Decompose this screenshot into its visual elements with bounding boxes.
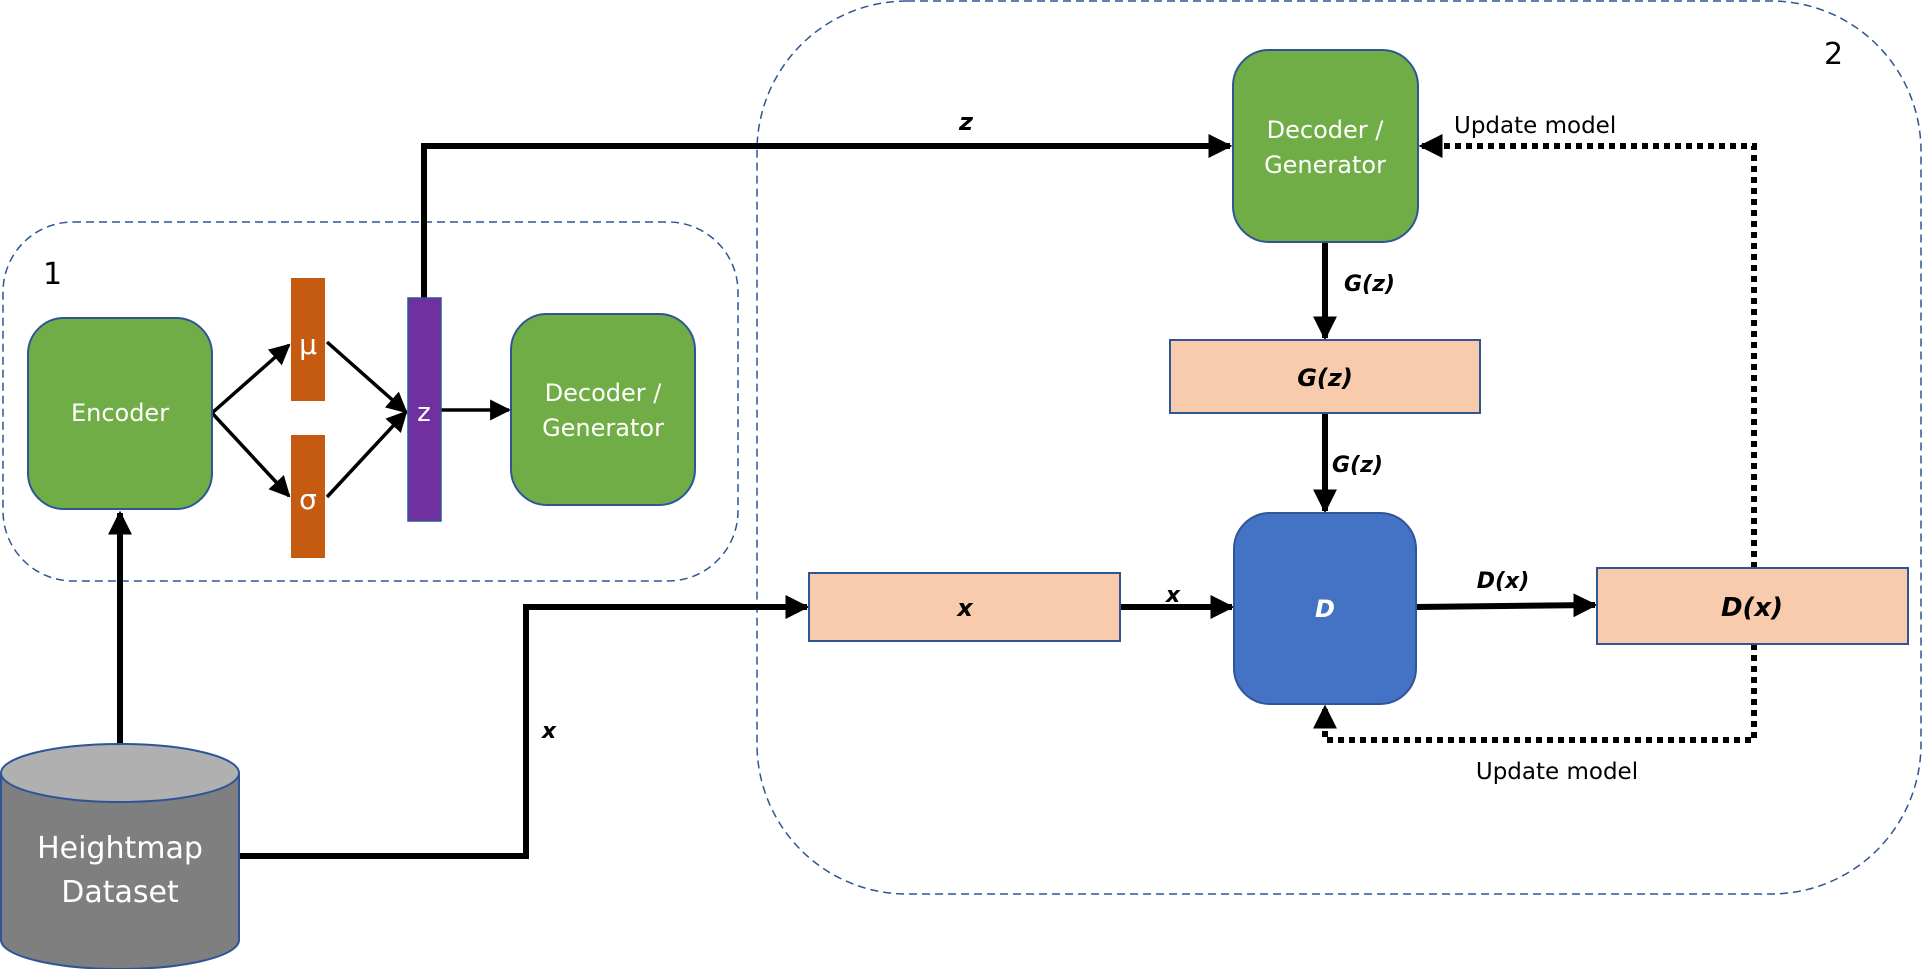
edge-encoder-to-sigma	[210, 411, 291, 498]
encoder-label: Encoder	[71, 399, 169, 427]
dataset-label-line2: Dataset	[61, 875, 179, 910]
discriminator-label: D	[1315, 595, 1335, 623]
edge-update-discriminator	[1313, 644, 1757, 743]
region-gan-number: 2	[1824, 37, 1843, 72]
discriminator-node[interactable]: D	[1233, 512, 1417, 705]
edge-label-z: z	[958, 108, 974, 136]
edge-label-update-generator: Update model	[1454, 113, 1616, 139]
gz-box-node[interactable]: G(z)	[1169, 339, 1481, 414]
z-label: z	[417, 398, 431, 428]
x-box-label: x	[956, 594, 974, 622]
mu-label: μ	[299, 328, 317, 361]
connectors	[108, 134, 1757, 859]
dataset-node[interactable]: Heightmap Dataset	[0, 743, 240, 969]
dx-box-node[interactable]: D(x)	[1596, 567, 1909, 645]
edge-update-generator	[1418, 134, 1757, 568]
edge-label-x-d: x	[1165, 583, 1181, 608]
sigma-label: σ	[299, 483, 317, 516]
region-vae: 1	[2, 221, 739, 582]
decoder2-label-line1: Decoder /	[1267, 116, 1385, 144]
decoder2-node[interactable]: Decoder / Generator	[1232, 49, 1419, 243]
edge-d-to-dx	[1415, 593, 1598, 618]
mu-node[interactable]: μ	[291, 278, 325, 401]
x-box-node[interactable]: x	[808, 572, 1121, 642]
edge-label-gz-d: G(z)	[1332, 453, 1383, 478]
edge-labels: z G(z) G(z) x D(x) x Update model Update…	[541, 108, 1638, 785]
encoder-node[interactable]: Encoder	[27, 317, 213, 510]
edge-label-decoder2-gz: G(z)	[1344, 272, 1395, 297]
edge-mu-to-z	[325, 340, 408, 414]
edge-encoder-to-mu	[210, 343, 291, 415]
edge-label-update-discriminator: Update model	[1476, 759, 1638, 785]
dx-box-label: D(x)	[1721, 593, 1783, 623]
edge-sigma-to-z	[325, 410, 408, 499]
dataset-label-line1: Heightmap	[37, 831, 203, 866]
edge-z-to-decoder2	[421, 134, 1233, 298]
edge-label-d-dx: D(x)	[1477, 569, 1530, 594]
gz-box-label: G(z)	[1297, 364, 1353, 392]
edge-dataset-to-x	[239, 595, 810, 859]
z-node[interactable]: z	[407, 297, 442, 522]
decoder1-label-line1: Decoder /	[545, 379, 663, 407]
decoder1-label-line2: Generator	[542, 414, 664, 442]
region-vae-number: 1	[43, 257, 62, 292]
decoder1-node[interactable]: Decoder / Generator	[510, 313, 696, 506]
sigma-node[interactable]: σ	[291, 435, 325, 558]
edge-label-dataset-x: x	[541, 719, 557, 744]
region-gan: 2	[756, 0, 1922, 895]
decoder2-label-line2: Generator	[1264, 151, 1386, 179]
